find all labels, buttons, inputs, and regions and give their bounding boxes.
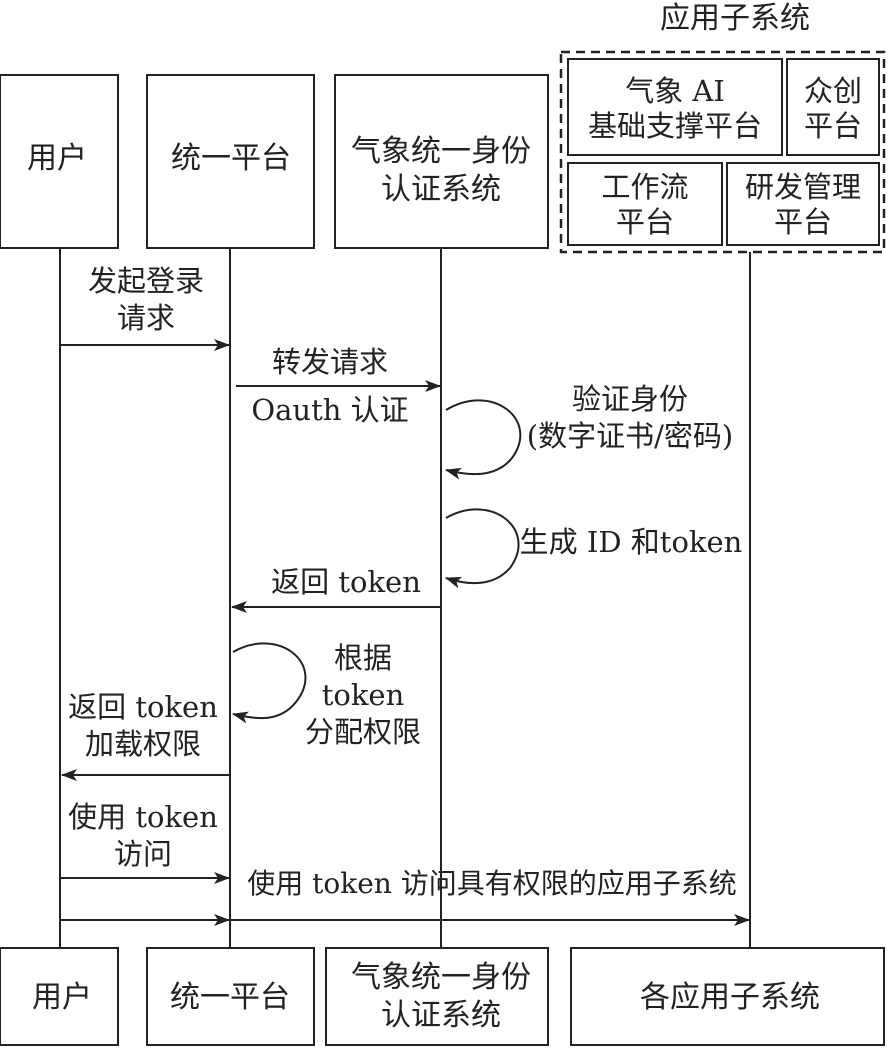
app-group-title: 应用子系统 [660, 1, 810, 36]
app-item-rnd-line2: 平台 [774, 205, 832, 239]
msg-use-token-access-line1: 使用 token [68, 800, 218, 834]
app-item-workflow-line2: 平台 [616, 205, 674, 239]
msg-access-subsystems: 使用 token 访问具有权限的应用子系统 [60, 867, 750, 926]
msg-use-token-access: 使用 token 访问 [60, 800, 230, 884]
participant-auth-bottom: 气象统一身份 认证系统 [325, 947, 549, 1046]
msg-return-token: 返回 token [231, 565, 441, 613]
self-loop-generate [445, 508, 520, 589]
participant-subsystems-bottom-label: 各应用子系统 [640, 980, 820, 1015]
app-item-workflow-line1: 工作流 [601, 170, 688, 204]
participant-platform-top-label: 统一平台 [171, 141, 291, 176]
participant-auth-top: 气象统一身份 认证系统 [334, 74, 549, 249]
participant-platform-top: 统一平台 [146, 74, 315, 249]
msg-return-token-load: 返回 token 加载权限 [61, 690, 230, 781]
msg-use-token-access-line2: 访问 [114, 837, 172, 871]
participant-user-top-label: 用户 [27, 141, 87, 176]
msg-assign-permission-line2: token [322, 678, 405, 712]
msg-access-subsystems-label: 使用 token 访问具有权限的应用子系统 [247, 867, 736, 900]
msg-login-request: 发起登录 请求 [60, 264, 230, 351]
msg-generate-label: 生成 ID 和token [520, 525, 743, 559]
msg-assign-permission-line3: 分配权限 [305, 715, 421, 749]
app-item-rnd-line1: 研发管理 [745, 170, 861, 204]
app-item-crowd-line2: 平台 [804, 109, 862, 143]
participant-auth-bottom-label-line1: 气象统一身份 [351, 960, 531, 995]
app-item-weather-ai-line2: 基础支撑平台 [588, 109, 762, 143]
msg-oauth-label: Oauth 认证 [251, 393, 408, 427]
msg-return-token-load-line2: 加载权限 [85, 727, 201, 761]
self-loop-assign [232, 642, 307, 724]
participant-user-top: 用户 [0, 74, 119, 249]
app-item-rnd: 研发管理 平台 [726, 162, 880, 246]
msg-verify-identity-line2: (数字证书/密码) [527, 419, 733, 453]
msg-return-token-label: 返回 token [271, 565, 421, 599]
participant-auth-top-label-line2: 认证系统 [381, 172, 501, 207]
msg-login-request-line2: 请求 [117, 301, 175, 335]
msg-verify-identity: 验证身份 (数字证书/密码) [445, 382, 733, 480]
msg-verify-identity-line1: 验证身份 [572, 382, 688, 416]
app-item-crowd-line1: 众创 [804, 74, 862, 108]
msg-login-request-line1: 发起登录 [88, 264, 204, 298]
app-item-workflow: 工作流 平台 [567, 162, 723, 246]
msg-generate: 生成 ID 和token [445, 508, 743, 589]
msg-assign-permission-line1: 根据 [334, 641, 392, 675]
participant-user-bottom-label: 用户 [32, 980, 92, 1015]
participant-auth-bottom-label-line2: 认证系统 [381, 998, 501, 1033]
app-item-crowd: 众创 平台 [786, 58, 880, 156]
participant-platform-bottom: 统一平台 [146, 947, 315, 1046]
app-item-weather-ai-line1: 气象 AI [625, 74, 725, 108]
app-subsystem-group: 应用子系统 气象 AI 基础支撑平台 众创 平台 工作流 平台 研发管理 平台 [559, 1, 886, 254]
msg-forward-request-label: 转发请求 [272, 345, 388, 379]
participant-user-bottom: 用户 [0, 947, 119, 1046]
participant-auth-top-label-line1: 气象统一身份 [351, 134, 531, 169]
app-item-weather-ai: 气象 AI 基础支撑平台 [567, 58, 783, 156]
msg-assign-permission: 根据 token 分配权限 [232, 641, 421, 749]
self-loop-verify [445, 399, 522, 480]
participant-subsystems-bottom: 各应用子系统 [570, 947, 885, 1046]
msg-return-token-load-line1: 返回 token [68, 690, 218, 724]
participant-platform-bottom-label: 统一平台 [170, 980, 290, 1015]
msg-forward-request: 转发请求 Oauth 认证 [236, 345, 441, 427]
